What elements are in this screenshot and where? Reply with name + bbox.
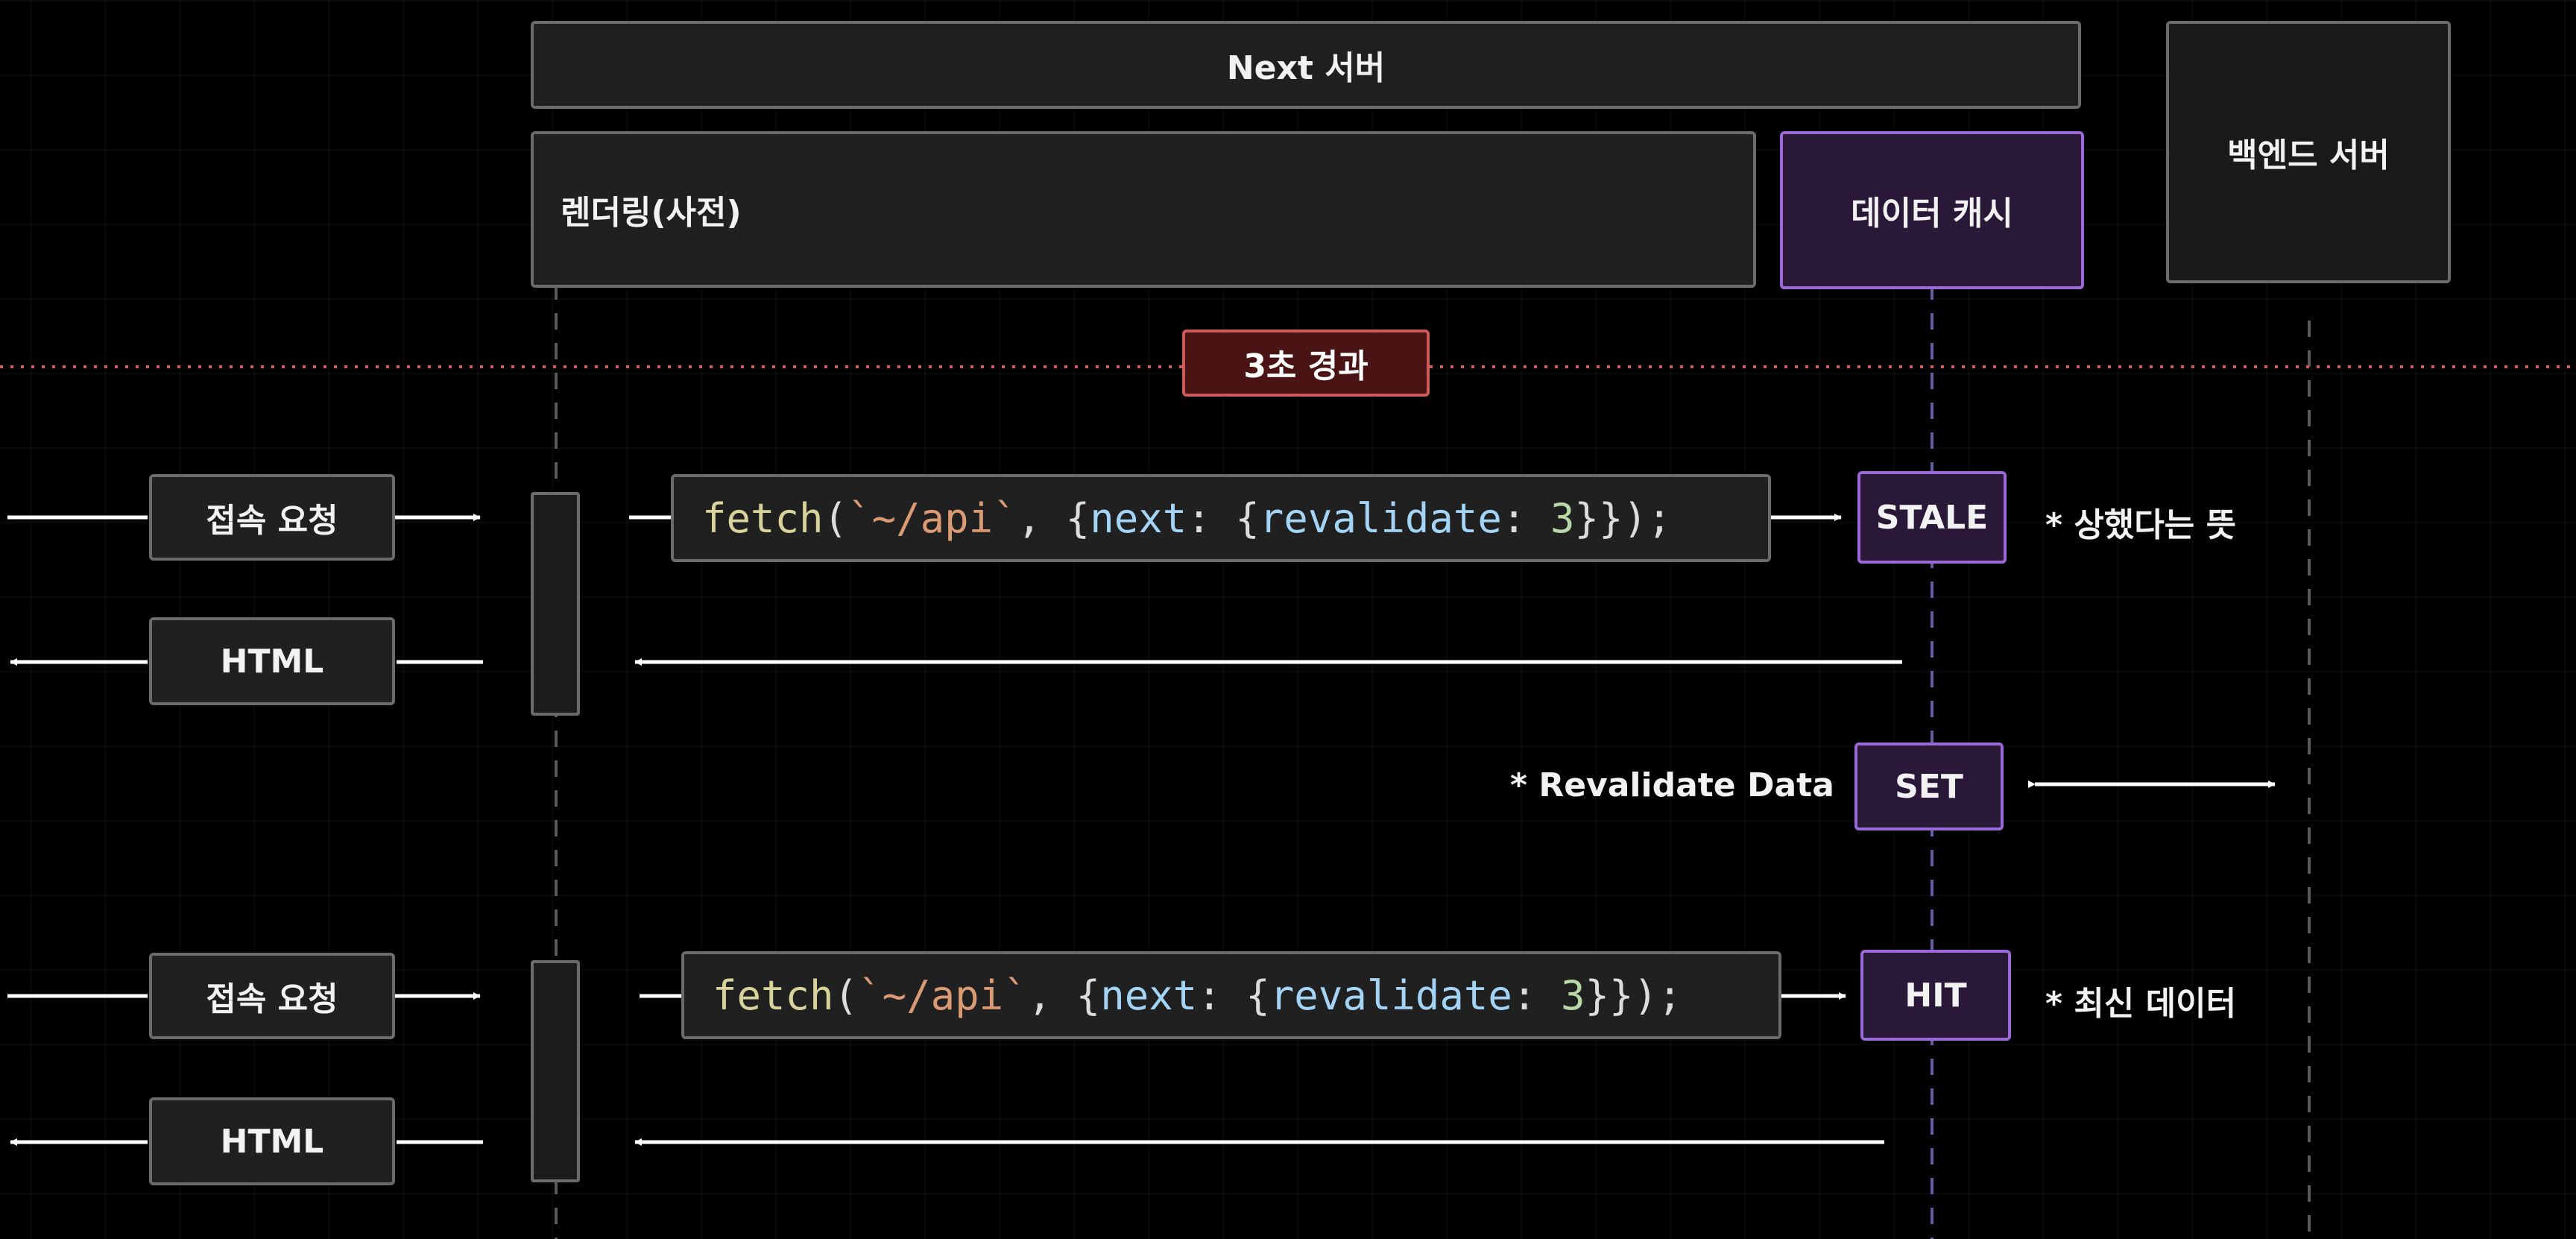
html-label-1: HTML [220,642,324,681]
request-box-2: 접속 요청 [149,953,395,1039]
code-paren-2: ( [833,971,859,1019]
hit-note: * 최신 데이터 [2045,985,2237,1023]
code-value-1: 3 [1550,494,1575,542]
code-colon-1: : [1501,494,1550,542]
html-box-2: HTML [149,1097,395,1185]
code-key-next-1: next [1090,494,1187,542]
code-colon-brace-2: : { [1197,971,1270,1019]
next-server-box: Next 서버 [531,21,2081,109]
code-mid-1: , { [1017,494,1090,542]
stale-status-label: STALE [1875,498,1989,537]
fetch-code-block-2: fetch(`~/api`, {next: {revalidate: 3}}); [681,951,1781,1039]
backend-server-box: 백엔드 서버 [2166,21,2451,283]
code-value-2: 3 [1560,971,1585,1019]
html-label-2: HTML [220,1122,324,1161]
backend-server-label: 백엔드 서버 [2227,136,2390,174]
stale-status-box: STALE [1857,471,2007,564]
elapsed-time-label: 3초 경과 [1243,347,1368,385]
code-fn-2: fetch [713,971,834,1019]
revalidate-note: * Revalidate Data [1510,766,1834,804]
data-cache-box: 데이터 캐시 [1780,131,2084,289]
data-cache-label: 데이터 캐시 [1851,195,2013,233]
hit-status-label: HIT [1904,976,1967,1015]
rendering-label: 렌더링(사전) [561,194,742,232]
render-activation-bar-1 [531,492,580,716]
request-label-1: 접속 요청 [206,502,338,540]
fetch-code-block-1: fetch(`~/api`, {next: {revalidate: 3}}); [671,474,1771,562]
stale-note: * 상했다는 뜻 [2045,506,2237,544]
set-status-box: SET [1854,743,2004,830]
hit-status-box: HIT [1860,950,2011,1041]
code-key-revalidate-1: revalidate [1259,494,1502,542]
code-url-2: `~/api` [858,971,1028,1019]
html-box-1: HTML [149,617,395,705]
code-url-1: `~/api` [847,494,1017,542]
code-colon-brace-1: : { [1187,494,1260,542]
next-server-label: Next 서버 [1226,49,1386,87]
rendering-box: 렌더링(사전) [531,131,1756,288]
code-fn-1: fetch [702,494,824,542]
request-box-1: 접속 요청 [149,474,395,561]
code-mid-2: , { [1027,971,1101,1019]
code-close-2: }}); [1585,971,1682,1019]
set-status-label: SET [1895,767,1963,806]
code-close-1: }}); [1574,494,1672,542]
code-colon-2: : [1512,971,1561,1019]
elapsed-time-badge: 3초 경과 [1182,330,1430,397]
code-paren-1: ( [823,494,848,542]
render-activation-bar-2 [531,960,580,1182]
code-key-revalidate-2: revalidate [1269,971,1512,1019]
code-key-next-2: next [1100,971,1198,1019]
request-label-2: 접속 요청 [206,980,338,1018]
